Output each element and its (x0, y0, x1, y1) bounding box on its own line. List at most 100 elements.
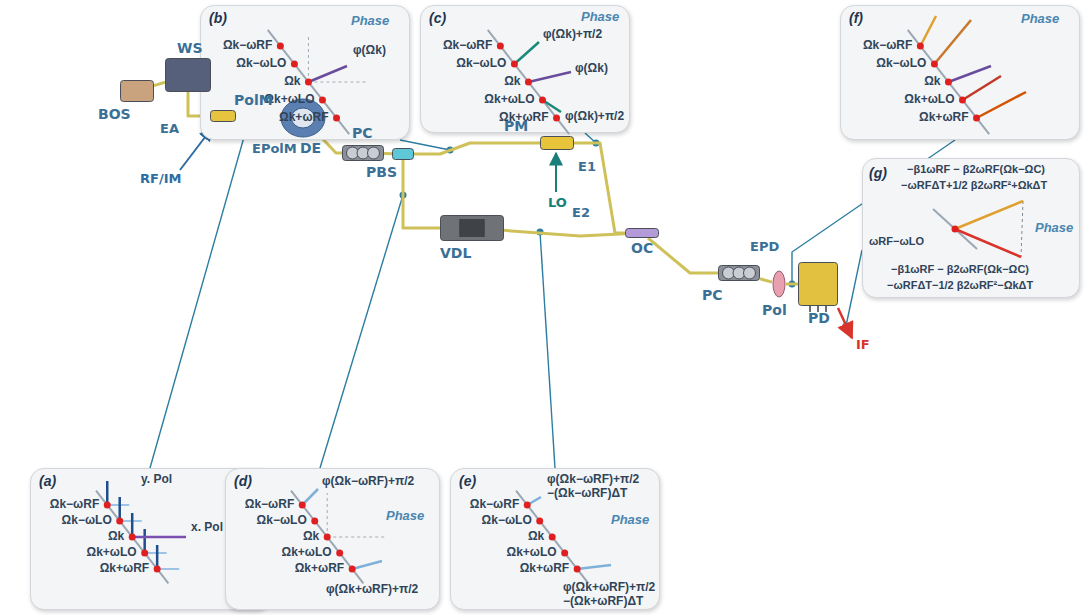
inset-annotation: φ(Ωk+ωRF)+π/2 (563, 581, 655, 595)
frequency-dot (553, 115, 560, 122)
frequency-label: Ωk−ωLO (876, 57, 926, 71)
frequency-label: Ωk−ωRF (245, 498, 294, 512)
polarization-controller: PC (342, 145, 384, 161)
device-label: DE (300, 140, 321, 156)
frequency-label: Ωk−ωRF (470, 498, 519, 512)
field-name: EPD (750, 240, 779, 255)
optical-fiber (322, 138, 342, 153)
device-body (719, 266, 760, 281)
device-label: PC (702, 287, 723, 303)
frequency-label: Ωk+ωRF (100, 562, 149, 576)
frequency-label: Ωk+ωLO (507, 546, 557, 560)
leader-line (150, 116, 250, 468)
phase-stem (934, 20, 971, 64)
frequency-dot (324, 534, 331, 541)
phase-bracket (1021, 201, 1023, 257)
device-label: PD (808, 310, 830, 326)
frequency-dot (116, 518, 123, 525)
optical-coupler-icon (625, 228, 659, 238)
inset-title: (e) (459, 473, 476, 489)
frequency-label: Ωk+ωLO (87, 546, 137, 560)
signal-name: LO (548, 196, 567, 211)
y-pol-stem (106, 481, 109, 505)
frequency-dot (154, 566, 161, 573)
device-body (343, 146, 384, 161)
frequency-dot (959, 97, 966, 104)
optical-fiber (648, 238, 718, 273)
inset-annotation: −(Ωk+ωRF)ΔT (563, 595, 643, 609)
inset-annotation: −ωRFΔT+1/2 β2ωRF²+ΩkΔT (901, 179, 1047, 192)
inset-annotation: Phase (1021, 12, 1059, 27)
reference-dash (327, 493, 387, 537)
device-body (799, 263, 838, 306)
inset-title: (a) (39, 473, 56, 489)
phase-stem (352, 561, 382, 569)
y-pol-stem (156, 545, 159, 569)
paddle (744, 267, 756, 279)
phase-stem (514, 42, 539, 64)
inset-annotation: −β1ωRF − β2ωRF(Ωk−ΩC) (891, 263, 1029, 276)
device-body (121, 81, 154, 102)
frequency-axis (516, 491, 588, 584)
frequency-dot (931, 61, 938, 68)
frequency-label: Ωk+ωLO (484, 93, 534, 107)
inset-panel: (g)−β1ωRF − β2ωRF(Ωk−ΩC)−ωRFΔT+1/2 β2ωRF… (862, 158, 1080, 298)
frequency-label: Ωk−ωLO (456, 57, 506, 71)
frequency-label: Ωk+ωLO (282, 546, 332, 560)
device-label: BOS (98, 106, 131, 122)
if-output-arrow (838, 308, 852, 338)
phase-stem (955, 201, 1023, 229)
frequency-label: Ωk (924, 75, 940, 89)
device-label: PBS (366, 164, 397, 180)
frequency-dot (291, 61, 298, 68)
phase-stem (132, 536, 186, 539)
device-body (211, 111, 236, 122)
frequency-label: Ωk−ωRF (863, 39, 912, 53)
device-label: OC (631, 240, 653, 256)
polarization-beam-splitter: PBS (392, 148, 414, 160)
phase-stem (528, 72, 571, 82)
inset-annotation: x. Pol (191, 521, 223, 535)
leader-line (320, 195, 403, 468)
device-body (441, 216, 504, 241)
photodetector-icon (798, 262, 838, 306)
leader-line (540, 232, 555, 468)
device-label: PM (504, 118, 528, 134)
polarization-controller: PC (718, 265, 760, 281)
frequency-dot (129, 534, 136, 541)
frequency-dot (141, 550, 148, 557)
inset-annotation: Phase (581, 10, 619, 25)
frequency-dot (299, 502, 306, 509)
device-label: VDL (440, 245, 471, 261)
waveshaper-icon (165, 58, 211, 92)
broadband-optical-source: BOS (120, 80, 154, 102)
frequency-dot (574, 566, 581, 573)
phase-stem (920, 16, 936, 46)
device-body (393, 149, 414, 160)
frequency-label: Ωk+ωRF (295, 562, 344, 576)
frequency-dot (561, 550, 568, 557)
frequency-dot (973, 115, 980, 122)
phase-stem (308, 66, 347, 82)
frequency-dot (952, 226, 959, 233)
frequency-dot (319, 97, 326, 104)
optical-fiber (760, 279, 772, 282)
optical-fiber (786, 283, 798, 286)
polarization-modulator-icon (210, 110, 236, 122)
frequency-axis (488, 30, 569, 134)
device-label: Pol (762, 302, 787, 318)
paddle (368, 147, 380, 159)
broadband-optical-source-icon (120, 80, 154, 102)
y-pol-stem (143, 529, 146, 553)
device-label: PC (352, 125, 373, 141)
inset-annotation: φ(Ωk) (353, 44, 386, 58)
lo-input-arrow (555, 153, 557, 192)
inset-panel: (e)Phaseφ(Ωk−ωRF)+π/2−(Ωk−ωRF)ΔTφ(Ωk+ωRF… (450, 468, 660, 610)
phase-modulator-icon (540, 136, 574, 150)
reference-dash (308, 34, 368, 82)
frequency-label: Ωk−ωLO (236, 57, 286, 71)
inset-annotation: −β1ωRF − β2ωRF(Ωk−ΩC) (907, 163, 1045, 176)
frequency-dot (525, 79, 532, 86)
